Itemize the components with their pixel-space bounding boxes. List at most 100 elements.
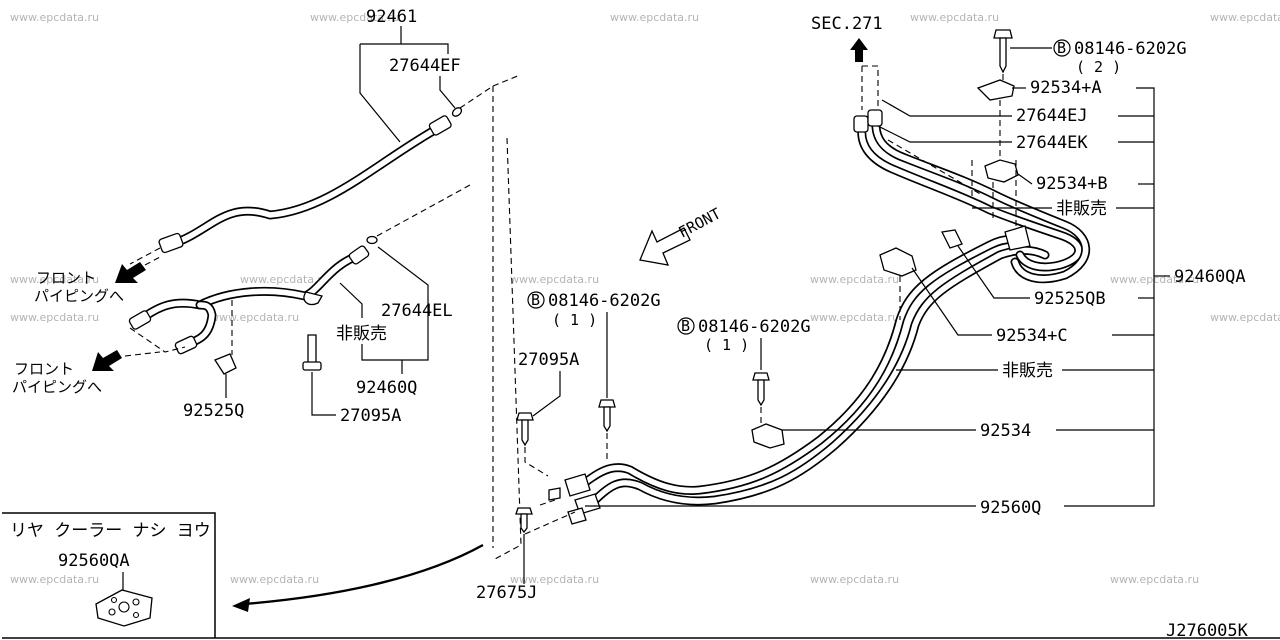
body-panel-outline — [492, 74, 522, 561]
connection-dash — [459, 85, 494, 109]
label-27095A-center: 27095A — [518, 350, 579, 370]
watermark: www.epcdata.ru — [910, 11, 999, 24]
bolt-27095A-left — [302, 334, 322, 371]
label-27644EJ: 27644EJ — [1016, 106, 1088, 126]
bolt-08146-6202G-top — [993, 29, 1013, 82]
label-08146-6202G-2: 08146-6202G — [698, 317, 811, 337]
grommet-27675J — [515, 507, 533, 534]
bolt-08146-6202G-2 — [752, 372, 770, 425]
label-qty-2: ( 1 ) — [704, 336, 749, 354]
inset-arrow — [232, 543, 484, 612]
clip-92525Q — [214, 300, 237, 375]
watermark: www.epcdata.ru — [1210, 311, 1280, 324]
label-92525QB: 92525QB — [1034, 289, 1106, 309]
right-guide-dashes — [861, 65, 1017, 230]
main-pipe-92460QA — [570, 109, 1091, 510]
arrow-front-piping-1 — [115, 256, 161, 283]
sec-271-arrow — [850, 38, 868, 62]
label-92534B: 92534+B — [1036, 174, 1108, 194]
leader-92461 — [359, 44, 401, 143]
inset-box: リヤ クーラー ナシ ヨウ 92560QA — [2, 512, 1280, 639]
connection-dash — [376, 184, 471, 237]
watermark: www.epcdata.ru — [210, 311, 299, 324]
leader-92525QB — [957, 245, 1030, 299]
label-front-piping-1a: フロント — [36, 269, 96, 287]
clamp-92534-A — [976, 79, 1015, 160]
label-front-piping-1b: パイピングへ — [34, 287, 124, 305]
watermark: www.epcdata.ru — [510, 573, 599, 586]
leader-92461 — [360, 43, 449, 54]
leader-92460Q — [361, 344, 403, 374]
bolt-symbol-letter-2: B — [681, 317, 690, 335]
upper-pipe-92461 — [129, 115, 452, 265]
bolt-08146-6202G-1 — [598, 399, 616, 462]
lower-pipe-92460Q — [124, 245, 370, 357]
label-08146-6202G-top: 08146-6202G — [1074, 39, 1187, 59]
leader-27644EL — [377, 246, 429, 361]
label-92560Q: 92560Q — [980, 498, 1041, 518]
watermark: www.epcdata.ru — [240, 273, 329, 286]
label-sec-271: SEC.271 — [811, 14, 883, 34]
label-front-piping-2b: パイピングへ — [12, 378, 102, 396]
watermark: www.epcdata.ru — [10, 573, 99, 586]
watermark: www.epcdata.ru — [1210, 11, 1280, 24]
front-direction-marker: FRONT — [639, 204, 724, 266]
assembly-bracket — [1056, 87, 1170, 507]
watermark: www.epcdata.ru — [10, 311, 99, 324]
leader-not-sold-left — [339, 282, 363, 318]
label-qty-1: ( 1 ) — [552, 311, 597, 329]
leader-27644EJ — [881, 99, 1012, 117]
label-08146-6202G-1: 08146-6202G — [548, 291, 661, 311]
leader-27095A-center — [532, 371, 561, 417]
label-92560QA: 92560QA — [58, 551, 130, 571]
pipe-end-fittings — [524, 473, 601, 535]
label-not-sold-2: 非販売 — [1002, 361, 1053, 381]
leader-92534C — [911, 267, 992, 336]
label-front-piping-2a: フロント — [14, 360, 74, 378]
leader-27095A-left — [311, 372, 336, 416]
label-92461: 92461 — [366, 7, 417, 27]
label-92460Q: 92460Q — [356, 378, 417, 398]
watermark: www.epcdata.ru — [510, 273, 599, 286]
bolt-symbol-3 — [1053, 39, 1071, 57]
leader-92534B — [1017, 173, 1033, 185]
label-27675J: 27675J — [476, 583, 537, 603]
arrow-front-piping-2 — [92, 350, 122, 371]
bolt-symbol-2 — [677, 317, 695, 335]
label-92525Q: 92525Q — [183, 401, 244, 421]
bolt-symbol-letter-3: B — [1057, 39, 1066, 57]
label-not-sold-left: 非販売 — [336, 324, 387, 344]
label-92460QA: 92460QA — [1174, 267, 1246, 287]
label-92534: 92534 — [980, 421, 1031, 441]
label-27095A-left: 27095A — [340, 406, 401, 426]
watermark: www.epcdata.ru — [610, 11, 699, 24]
watermark: www.epcdata.ru — [10, 273, 99, 286]
watermark: www.epcdata.ru — [230, 573, 319, 586]
label-27644EL: 27644EL — [381, 301, 453, 321]
bolt-symbol-1 — [527, 291, 545, 309]
clamp-92534 — [751, 423, 785, 449]
label-qty-top: ( 2 ) — [1076, 58, 1121, 76]
front-label: FRONT — [675, 204, 723, 241]
diagram-id: J276005K — [1166, 621, 1249, 640]
watermark: www.epcdata.ru — [810, 311, 899, 324]
watermark: www.epcdata.ru — [10, 11, 99, 24]
clamp-92534-C — [879, 247, 917, 320]
clip-92525QB — [941, 229, 963, 249]
label-27644EF: 27644EF — [389, 56, 461, 76]
watermarks: www.epcdata.ru www.epcdata.ru www.epcdat… — [10, 11, 1280, 586]
watermark: www.epcdata.ru — [810, 573, 899, 586]
bolt-symbol-letter-1: B — [531, 291, 540, 309]
leader-27644EK — [877, 125, 1012, 143]
watermark: www.epcdata.ru — [310, 11, 399, 24]
inset-title: リヤ クーラー ナシ ヨウ — [10, 521, 211, 541]
label-92534C: 92534+C — [996, 326, 1068, 346]
leader-27644EF — [439, 76, 456, 109]
oring-27644EL — [366, 235, 378, 245]
oring-27644EF — [451, 107, 463, 117]
watermark: www.epcdata.ru — [1110, 573, 1199, 586]
label-27644EK: 27644EK — [1016, 133, 1088, 153]
label-92534A: 92534+A — [1030, 78, 1102, 98]
watermark: www.epcdata.ru — [810, 273, 899, 286]
